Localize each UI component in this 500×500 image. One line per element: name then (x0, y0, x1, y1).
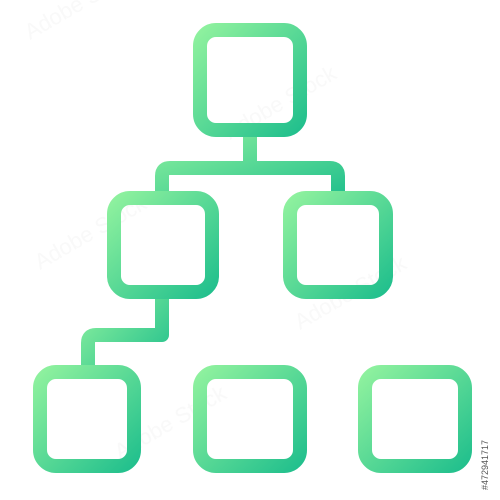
connector-middle-to-bottom (81, 285, 169, 379)
connector-top-to-middle (155, 123, 345, 205)
svg-text:Adobe Stock: Adobe Stock (20, 0, 141, 44)
top-node (193, 23, 307, 137)
stock-id-label: #472941717 (480, 439, 490, 490)
bottom-middle-node (193, 365, 307, 473)
bottom-left-node (33, 365, 141, 473)
middle-left-node (107, 191, 219, 299)
middle-right-node (283, 191, 393, 299)
bottom-right-node (358, 365, 472, 473)
